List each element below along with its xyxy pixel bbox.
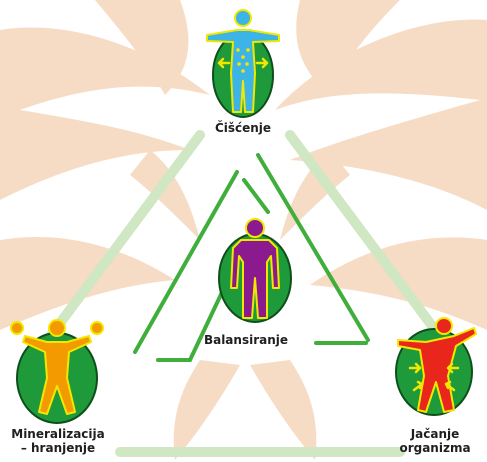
inner-triangle-segment xyxy=(190,286,225,360)
label-strengthening-line1: Jačanje xyxy=(390,427,480,441)
label-cleansing: Čišćenje xyxy=(193,121,293,135)
node-center xyxy=(219,219,291,322)
background-leaf xyxy=(174,360,240,460)
label-strengthening: Jačanje organizma xyxy=(390,427,480,455)
background-leaf xyxy=(250,360,316,460)
figure-head xyxy=(235,10,251,26)
figure-head xyxy=(436,318,452,334)
node-top xyxy=(207,10,279,117)
label-mineralization-line2: – hranjenje xyxy=(2,441,114,455)
label-balancing: Balansiranje xyxy=(196,333,296,347)
nutrient-ball xyxy=(91,322,103,334)
node-right xyxy=(396,318,476,415)
figure-head xyxy=(49,320,65,336)
label-strengthening-line2: organizma xyxy=(390,441,480,455)
label-mineralization-line1: Mineralizacija xyxy=(2,427,114,441)
node-left xyxy=(11,320,103,423)
figure-head xyxy=(246,219,264,237)
background-leaf xyxy=(130,150,200,240)
inner-triangle-segment xyxy=(244,180,268,212)
nutrient-ball xyxy=(11,322,23,334)
label-mineralization: Mineralizacija – hranjenje xyxy=(2,427,114,455)
